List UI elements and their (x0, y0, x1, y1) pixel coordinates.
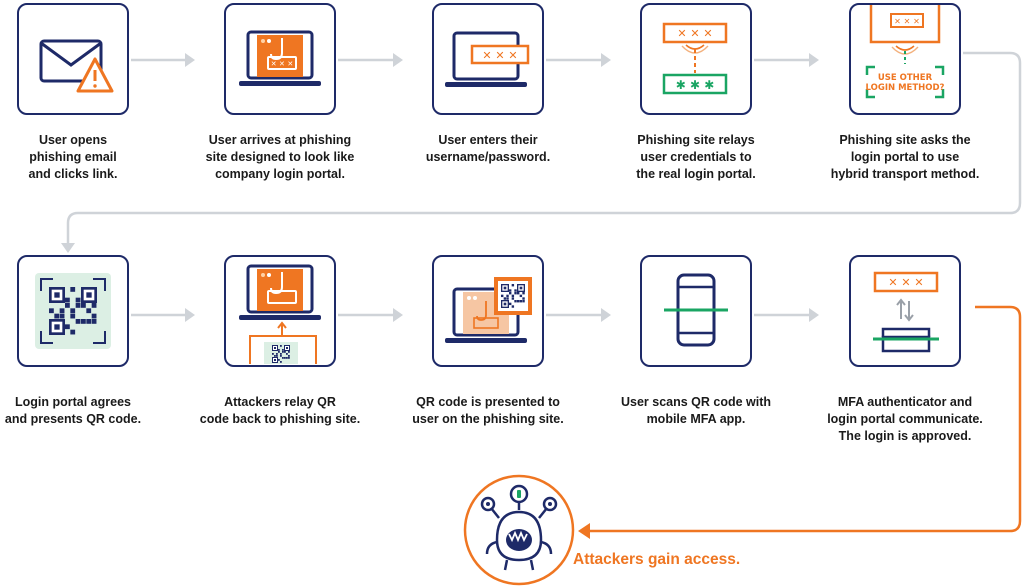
step-1-caption: User opens phishing email and clicks lin… (28, 133, 118, 181)
use-other-login-method-line: LOGIN METHOD? (866, 83, 945, 93)
step-9-caption: User scans QR code with mobile MFA app. (620, 395, 772, 426)
step-8-caption: QR code is presented to user on the phis… (412, 395, 564, 426)
laptop-credentials-icon: ✕ ✕ ✕ (445, 31, 530, 87)
step-5-caption: Phishing site asks the login portal to u… (830, 133, 980, 181)
masked-password-text-green: ✱ ✱ ✱ (676, 78, 715, 92)
step-10-caption: MFA authenticator and login portal commu… (827, 395, 983, 443)
masked-password-text: ✕ ✕ ✕ (271, 60, 293, 68)
masked-password-text: ✕ ✕ ✕ (888, 276, 923, 289)
laptop-phishing-hook-icon: ✕ ✕ ✕ (239, 30, 321, 86)
row1-arrowhead-4 (809, 53, 819, 67)
step-1-email-icon-box (17, 3, 129, 115)
attacker-monster-icon (463, 474, 575, 586)
email-warning-icon (39, 39, 114, 93)
step-7-caption: Attackers relay QR code back to phishing… (199, 395, 361, 426)
result-caption: Attackers gain access. (573, 551, 741, 568)
laptop-relay-qr-icon (239, 264, 321, 364)
step-6-qr-code-box (17, 255, 129, 367)
row1-arrowhead-3 (601, 53, 611, 67)
step-4-caption: Phishing site relays user credentials to… (636, 133, 756, 181)
row2-arrowhead-3 (601, 308, 611, 322)
mfa-approval-icon: ✕ ✕ ✕ (873, 271, 939, 353)
step-3-caption: User enters their username/password. (425, 133, 551, 164)
mobile-phone-scan-icon (664, 273, 728, 347)
masked-password-text: ✕ ✕ ✕ (894, 17, 920, 26)
row-wrap-arrowhead (61, 243, 75, 253)
masked-password-text: ✕ ✕ ✕ (482, 49, 517, 62)
step-8-qr-presented-box (432, 255, 544, 367)
step-10-mfa-approved-box: ✕ ✕ ✕ (849, 255, 961, 367)
step-9-scan-qr-box (640, 255, 752, 367)
step-2-phishing-site-box: ✕ ✕ ✕ (224, 3, 336, 115)
row1-arrowhead-2 (393, 53, 403, 67)
step-4-relay-credentials-box: ✕ ✕ ✕ ✱ ✱ ✱ (640, 3, 752, 115)
row2-arrowhead-2 (393, 308, 403, 322)
row2-arrowhead-1 (185, 308, 195, 322)
step-2-caption: User arrives at phishing site designed t… (205, 133, 355, 181)
credential-relay-icon: ✕ ✕ ✕ ✱ ✱ ✱ (662, 22, 728, 95)
masked-password-text: ✕ ✕ ✕ (677, 27, 712, 40)
qr-code-icon (35, 273, 111, 349)
use-other-login-method-line: USE OTHER (878, 73, 933, 83)
laptop-qr-phishing-icon (445, 277, 532, 343)
step-7-relay-qr-box (224, 255, 336, 367)
step-3-enter-credentials-box: ✕ ✕ ✕ (432, 3, 544, 115)
row1-arrowhead-1 (185, 53, 195, 67)
step-6-caption: Login portal agrees and presents QR code… (4, 395, 142, 426)
row2-arrowhead-4 (809, 308, 819, 322)
result-arrowhead (578, 523, 590, 539)
